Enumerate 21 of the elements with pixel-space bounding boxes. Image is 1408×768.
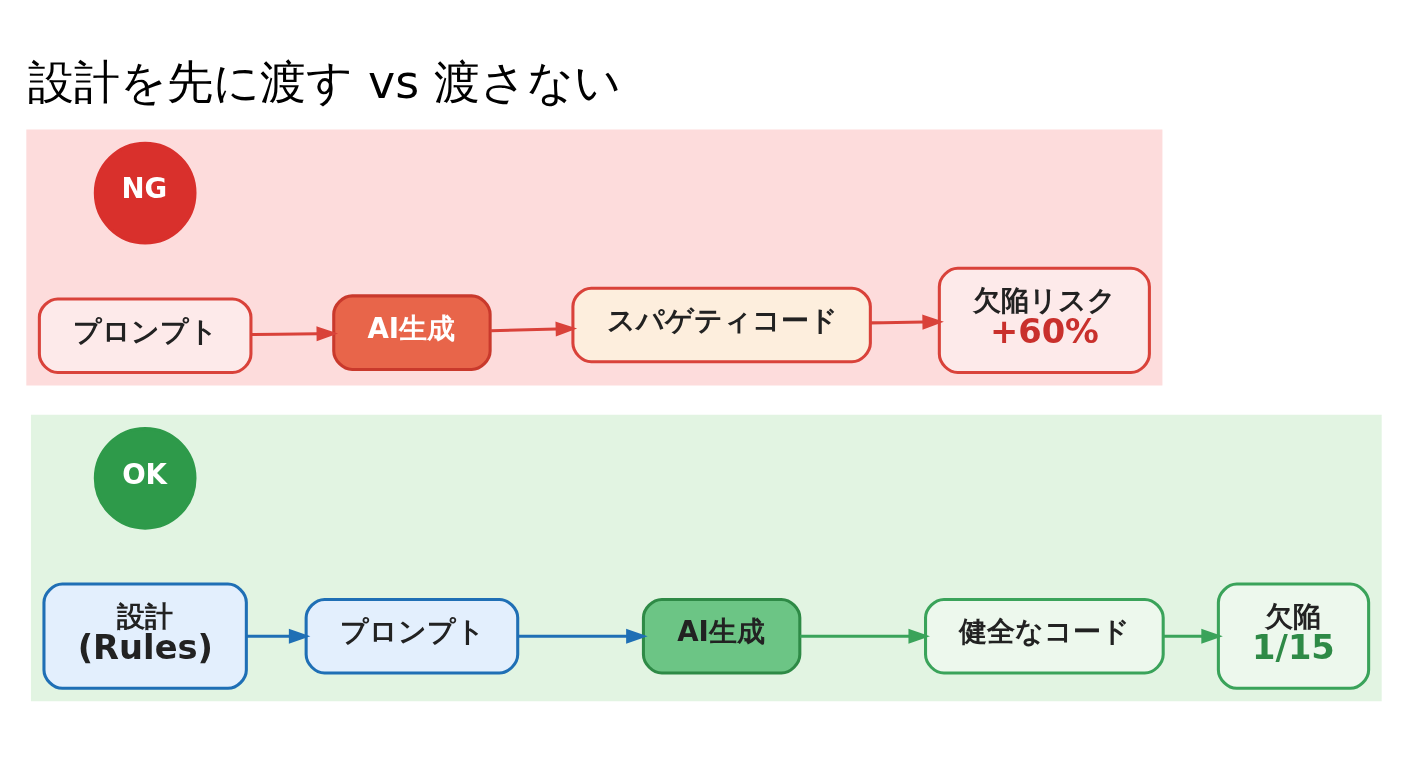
node-box: AI生成	[641, 597, 802, 675]
node-box: プロンプト	[37, 297, 253, 375]
arrow	[251, 326, 339, 342]
cluster	[30, 414, 1382, 702]
cluster	[26, 129, 1163, 386]
node-box: 欠陥 1/15	[1216, 582, 1371, 690]
arrow	[800, 628, 930, 644]
node-box: 欠陥リスク +60%	[937, 266, 1151, 375]
node-box: プロンプト	[304, 597, 520, 675]
node-circle: OK	[93, 426, 197, 530]
node-box: 設計 (Rules)	[42, 582, 248, 690]
node-box: スパゲティコード	[571, 286, 872, 364]
arrow	[246, 628, 311, 644]
node-box: AI生成	[332, 294, 492, 371]
arrow	[518, 628, 648, 644]
arrow	[870, 314, 944, 330]
diagram-title: 設計を先に渡す vs 渡さない	[28, 55, 621, 110]
arrow	[1163, 628, 1223, 644]
arrow	[490, 321, 578, 337]
node-circle: NG	[93, 141, 197, 245]
node-box: 健全なコード	[924, 597, 1165, 675]
